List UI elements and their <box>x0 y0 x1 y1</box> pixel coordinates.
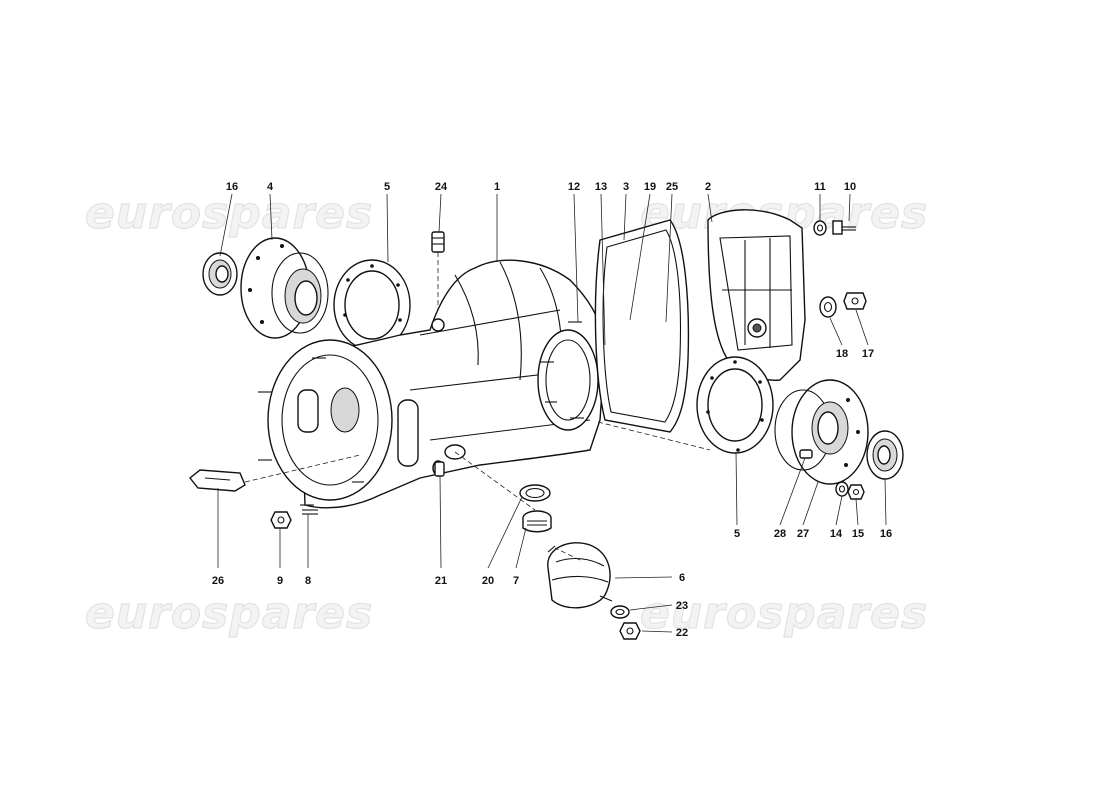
part-1-differential-casing <box>258 259 612 509</box>
callout-24: 24 <box>435 181 448 193</box>
callout-26: 26 <box>212 575 224 587</box>
callout-19: 19 <box>644 181 656 193</box>
part-6-rubber-mount <box>547 542 613 609</box>
callout-8: 8 <box>305 575 311 587</box>
callout-15: 15 <box>852 528 864 540</box>
callout-4: 4 <box>267 181 274 193</box>
callout-11: 11 <box>814 181 826 193</box>
callout-20: 20 <box>482 575 494 587</box>
part-22-nut <box>619 622 641 640</box>
callout-18: 18 <box>836 348 848 360</box>
callout-9: 9 <box>277 575 283 587</box>
callout-25: 25 <box>666 181 678 193</box>
callout-13: 13 <box>595 181 607 193</box>
callout-3: 3 <box>623 181 629 193</box>
part-16-right-oil-seal <box>866 430 904 480</box>
callout-21: 21 <box>435 575 447 587</box>
callout-22: 22 <box>676 627 688 639</box>
callout-1: 1 <box>494 181 500 193</box>
part-23-washer <box>610 605 630 619</box>
part-10-bolt <box>832 220 856 235</box>
part-20-sealing-ring <box>519 484 551 502</box>
part-18-washer <box>819 296 837 318</box>
watermark-top-right: eurospares <box>640 188 928 239</box>
part-2-rear-cover <box>707 209 806 381</box>
callout-5-right: 5 <box>734 528 740 540</box>
part-16-left-oil-seal <box>202 252 238 296</box>
part-11-washer <box>813 220 827 236</box>
callout-7: 7 <box>513 575 519 587</box>
callout-12: 12 <box>568 181 580 193</box>
part-8-stud <box>302 509 318 515</box>
callout-labels: 16 4 5 24 1 12 13 3 19 25 2 11 10 18 17 … <box>212 181 892 639</box>
part-26-bracket <box>189 469 246 492</box>
watermark-top-left: eurospares <box>85 188 373 239</box>
callout-5-left: 5 <box>384 181 390 193</box>
callout-6: 6 <box>679 572 685 584</box>
part-17-plug <box>843 292 867 310</box>
callout-17: 17 <box>862 348 874 360</box>
watermark-bottom-right: eurospares <box>640 588 928 639</box>
part-14-washer <box>835 481 849 497</box>
part-27-bearing-housing-right <box>774 379 869 485</box>
part-4-bearing-housing-left <box>240 237 329 339</box>
part-21-stud <box>434 461 445 477</box>
part-5-left-gasket <box>333 259 411 351</box>
callout-16-left: 16 <box>226 181 238 193</box>
callout-27: 27 <box>797 528 809 540</box>
callout-14: 14 <box>830 528 843 540</box>
part-9-nut <box>270 511 292 529</box>
part-3-cover-gasket <box>594 219 690 433</box>
callout-23: 23 <box>676 600 688 612</box>
watermark-bottom-left: eurospares <box>85 588 373 639</box>
assembly-axis-lines <box>244 421 711 561</box>
callout-28: 28 <box>774 528 786 540</box>
callout-10: 10 <box>844 181 856 193</box>
part-7-drain-plug <box>522 510 552 533</box>
leader-lines <box>217 193 887 633</box>
watermarks: eurospares eurospares eurospares eurospa… <box>84 187 928 639</box>
callout-16-right: 16 <box>880 528 892 540</box>
part-15-nut <box>847 484 865 500</box>
part-5-right-gasket <box>696 356 774 454</box>
callout-2: 2 <box>705 181 711 193</box>
